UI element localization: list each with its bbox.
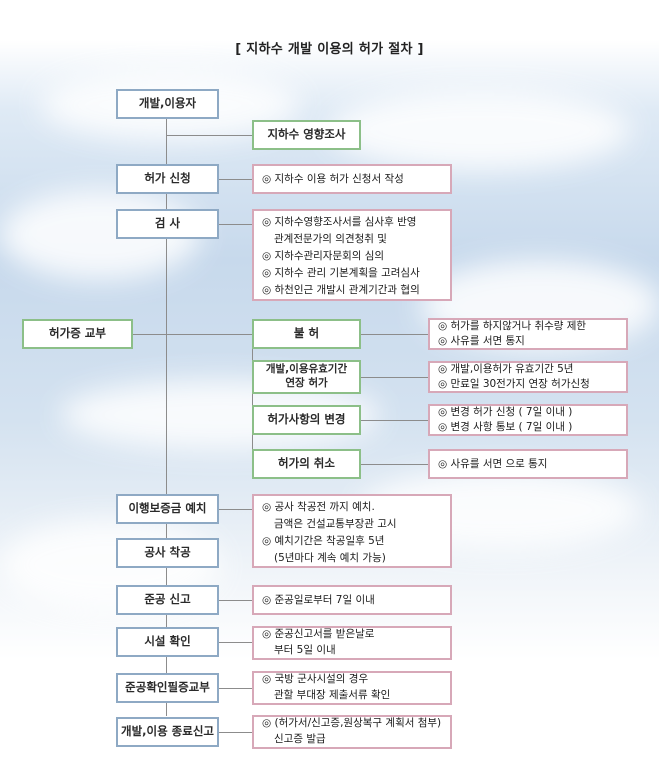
- connector-end-note: [219, 732, 252, 733]
- note-cancel: ◎ 사유를 서면 으로 통지: [428, 449, 628, 479]
- note-line: ◎ 준공신고서를 받은날로: [262, 628, 375, 641]
- node-end-report: 개발,이용 종료신고: [116, 717, 219, 747]
- note-completion-report: ◎ 준공일로부터 7일 이내: [252, 585, 452, 615]
- node-extension-line-2: 연장 허가: [285, 377, 328, 389]
- node-denial: 불 허: [252, 319, 361, 349]
- node-permit-issue: 허가증 교부: [22, 319, 133, 349]
- connector-application-note: [219, 179, 252, 180]
- note-line: ◎ 지하수 관리 기본계획을 고려심사: [262, 267, 420, 279]
- note-line: ◎ 예치기간은 착공일후 5년: [262, 535, 385, 547]
- note-line: ◎ 공사 착공전 까지 예치.: [262, 501, 375, 513]
- connector-facility-note: [219, 642, 252, 643]
- note-facility-check: ◎ 준공신고서를 받은날로 부터 5일 이내: [252, 626, 452, 660]
- note-line: ◎ 사유를 서면 으로 통지: [438, 457, 548, 470]
- node-inspection: 검 사: [116, 209, 219, 239]
- note-line: ◎ (허가서/신고증,원상복구 계획서 첨부): [262, 717, 442, 730]
- connector-denial-note: [361, 334, 428, 335]
- connector-branch-vertical: [252, 334, 253, 464]
- node-permit-change: 허가사항의 변경: [252, 405, 361, 435]
- note-line: ◎ 만료일 30전가지 연장 허가신청: [438, 378, 590, 390]
- node-permit-cancel: 허가의 취소: [252, 449, 361, 479]
- connector-extension-note: [361, 377, 428, 378]
- note-line: 신고증 발급: [274, 733, 326, 745]
- note-extension: ◎ 개발,이용허가 유효기간 5년 ◎ 만료일 30전가지 연장 허가신청: [428, 361, 628, 393]
- note-line: ◎ 준공일로부터 7일 이내: [262, 593, 375, 606]
- node-extension: 개발,이용유효기간 연장 허가: [252, 360, 361, 394]
- note-line: ◎ 지하수 이용 허가 신청서 작성: [262, 172, 404, 185]
- note-line: ◎ 하천인근 개발시 관계기간과 협의: [262, 284, 420, 296]
- connector-impact-survey: [166, 135, 252, 136]
- note-end-report: ◎ (허가서/신고증,원상복구 계획서 첨부) 신고증 발급: [252, 715, 452, 749]
- note-line: 관계전문가의 의견청취 및: [274, 233, 387, 245]
- note-line: ◎ 사유를 서면 통지: [438, 335, 525, 347]
- connector-permit-issue: [133, 334, 252, 335]
- node-extension-line-1: 개발,이용유효기간: [265, 363, 348, 376]
- node-developer: 개발,이용자: [116, 89, 219, 119]
- note-application: ◎ 지하수 이용 허가 신청서 작성: [252, 164, 452, 194]
- note-line: 부터 5일 이내: [274, 644, 336, 656]
- note-deposit: ◎ 공사 착공전 까지 예치. 금액은 건설교통부장관 고시 ◎ 예치기간은 착…: [252, 494, 452, 568]
- note-line: ◎ 변경 사항 통보 ( 7일 이내 ): [438, 421, 573, 433]
- note-line: ◎ 지하수영향조사서를 심사후 반영: [262, 216, 417, 228]
- node-completion-certificate: 준공확인필증교부: [116, 673, 219, 703]
- connector-cancel-note: [361, 464, 428, 465]
- cloud-decoration: [330, 90, 630, 170]
- note-line: ◎ 개발,이용허가 유효기간 5년: [438, 362, 574, 375]
- connector-certificate-note: [219, 688, 252, 689]
- note-denial: ◎ 허가를 하지않거나 취수량 제한 ◎ 사유를 서면 통지: [428, 318, 628, 350]
- note-certificate: ◎ 국방 군사시설의 경우 관할 부대장 제출서류 확인: [252, 671, 452, 705]
- connector-deposit-note: [219, 509, 252, 510]
- note-line: ◎ 지하수관리자문회의 심의: [262, 250, 385, 262]
- connector-inspection-note: [219, 224, 252, 225]
- note-line: 관할 부대장 제출서류 확인: [274, 689, 391, 701]
- node-impact-survey: 지하수 영향조사: [252, 120, 361, 150]
- note-line: 금액은 건설교통부장관 고시: [274, 518, 397, 530]
- node-facility-check: 시설 확인: [116, 627, 219, 657]
- connector-completion-note: [219, 600, 252, 601]
- note-line: (5년마다 계속 예치 가능): [274, 552, 386, 564]
- note-line: ◎ 허가를 하지않거나 취수량 제한: [438, 319, 587, 332]
- page-title: [ 지하수 개발 이용의 허가 절차 ]: [235, 42, 424, 57]
- node-permit-application: 허가 신청: [116, 164, 219, 194]
- note-line: ◎ 변경 허가 신청 ( 7일 이내 ): [438, 405, 573, 418]
- node-construction-start: 공사 착공: [116, 538, 219, 568]
- connector-change-note: [361, 420, 428, 421]
- node-deposit: 이행보증금 예치: [116, 494, 219, 524]
- note-inspection: ◎ 지하수영향조사서를 심사후 반영 관계전문가의 의견청취 및 ◎ 지하수관리…: [252, 209, 452, 301]
- note-line: ◎ 국방 군사시설의 경우: [262, 673, 369, 686]
- node-completion-report: 준공 신고: [116, 585, 219, 615]
- note-change: ◎ 변경 허가 신청 ( 7일 이내 ) ◎ 변경 사항 통보 ( 7일 이내 …: [428, 404, 628, 436]
- main-vertical-connector: [166, 118, 167, 716]
